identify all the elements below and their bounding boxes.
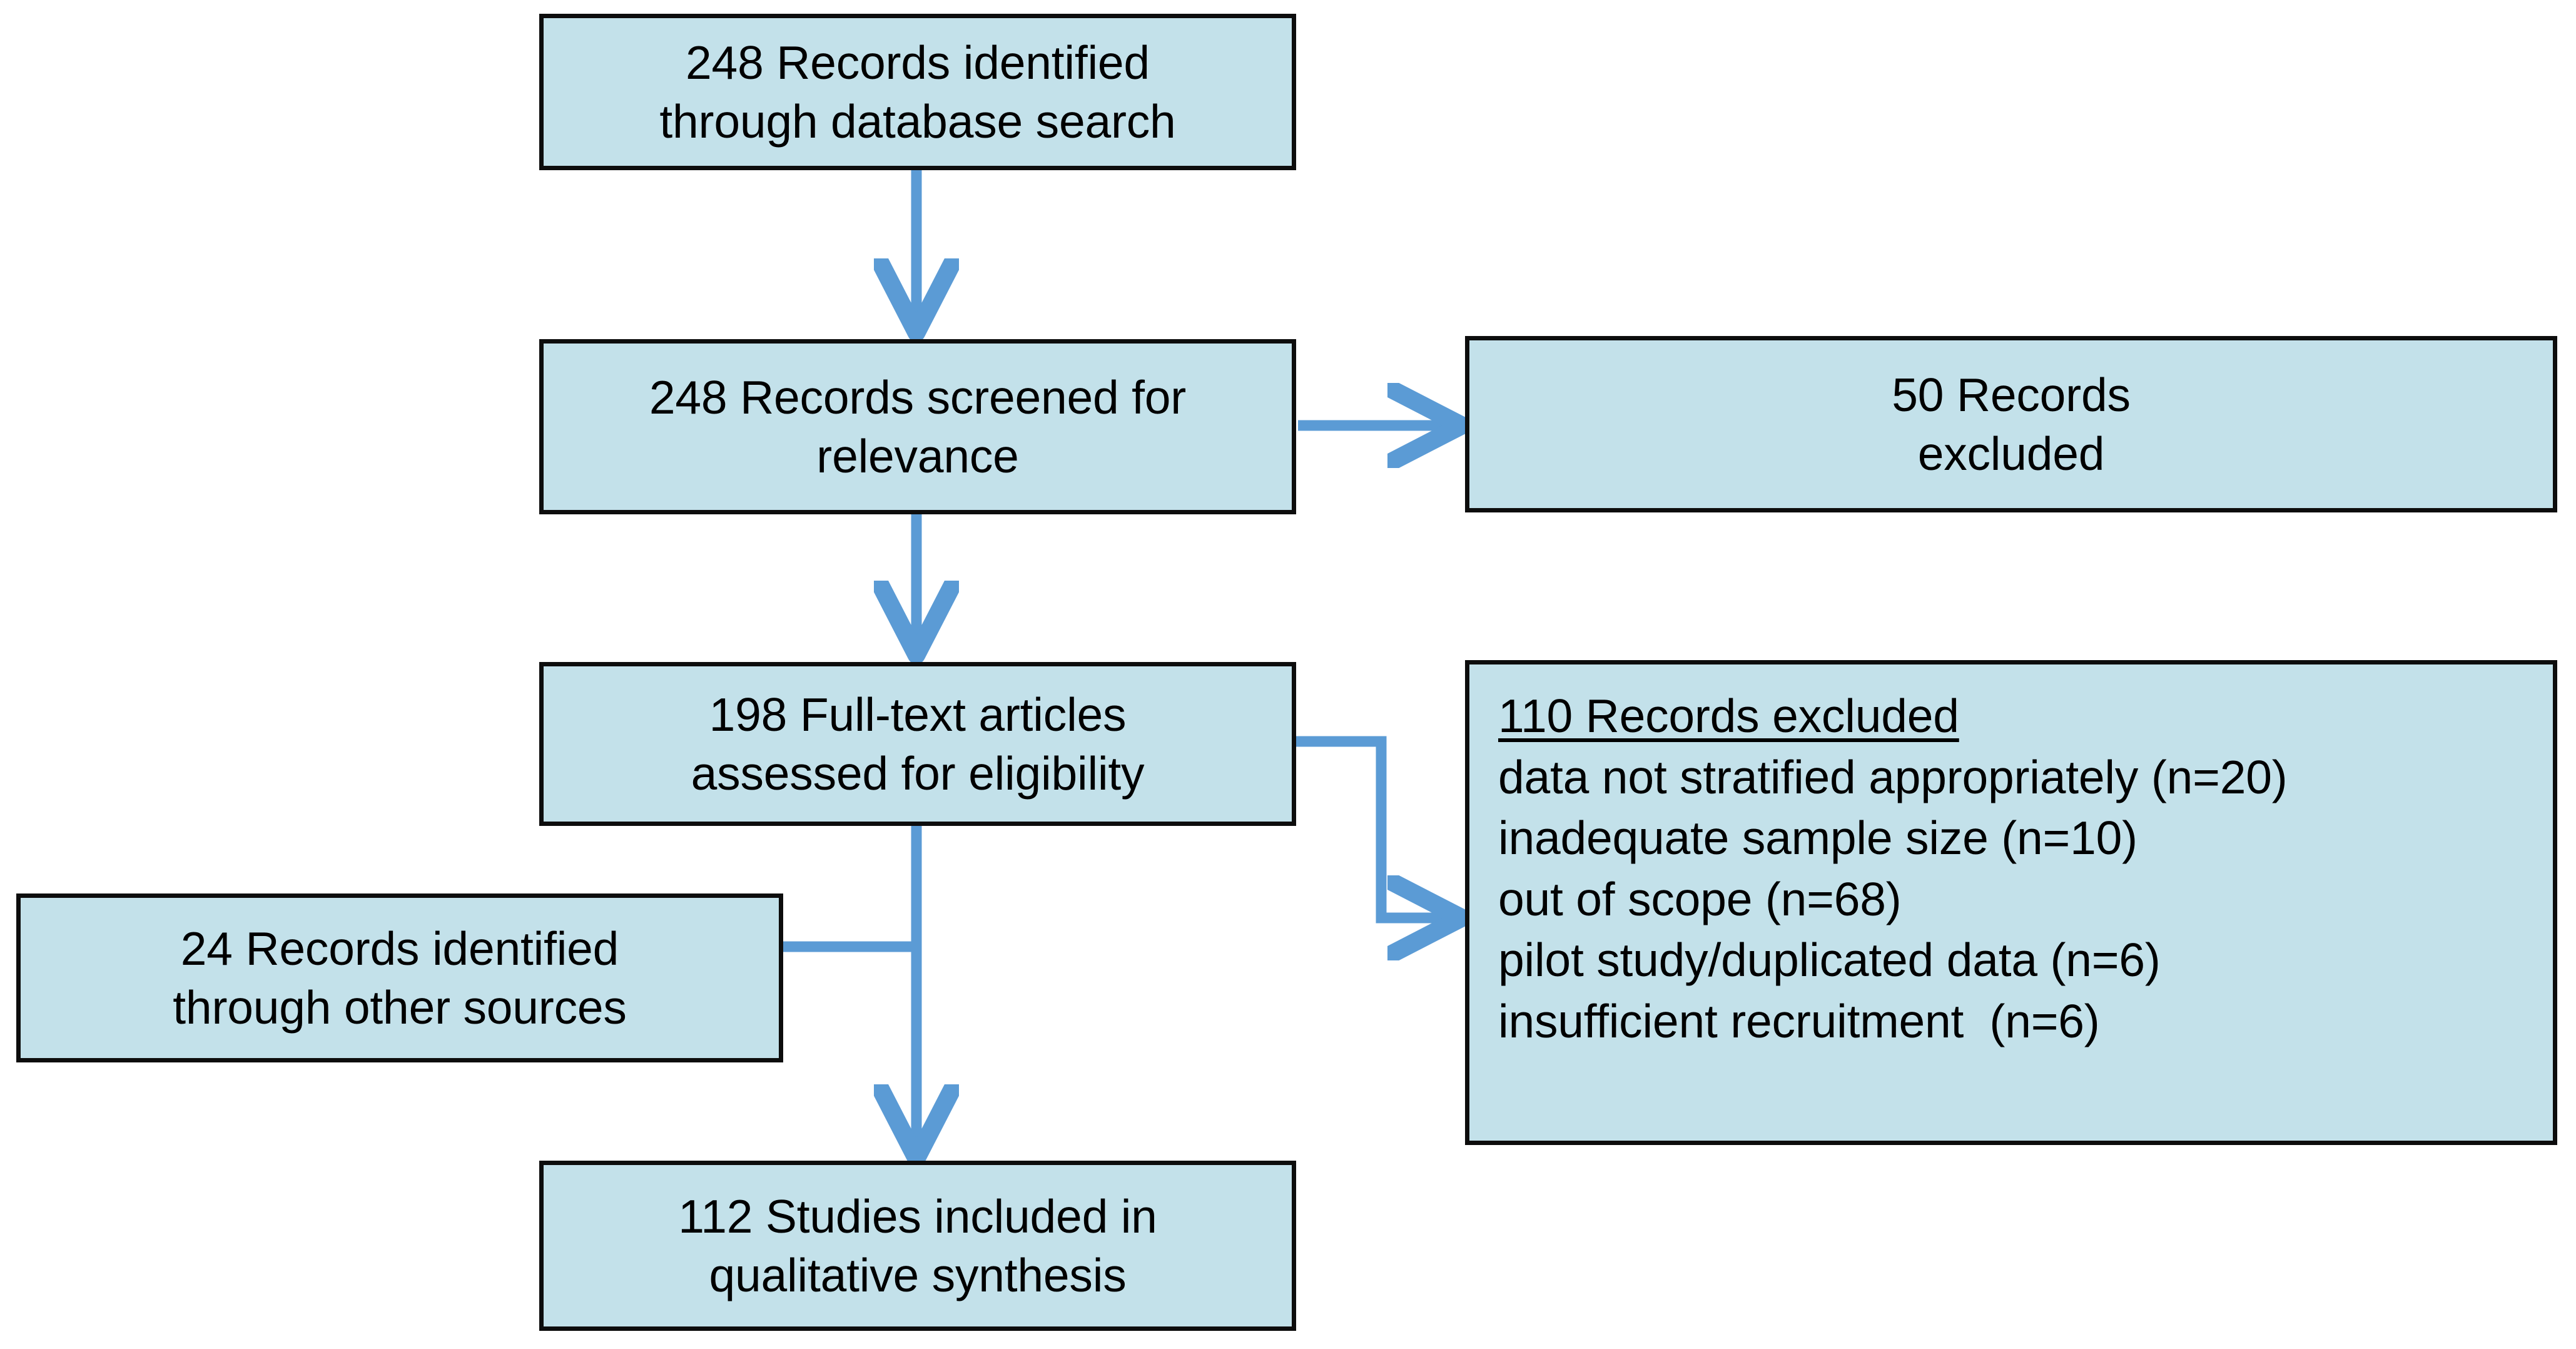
node-records-excluded-line-2: excluded [1917, 427, 2105, 480]
node-excluded-detail-reason-2: inadequate sample size (n=10) [1498, 812, 2137, 864]
connector-fulltext-to-excluded-detail [1290, 736, 1458, 918]
node-identified-database-line-2: through database search [659, 95, 1176, 148]
node-excluded-detail-reason-3: out of scope (n=68) [1498, 872, 1902, 925]
node-identified-other-line-1: 24 Records identified [180, 922, 619, 975]
node-included-synthesis-line-2: qualitative synthesis [709, 1249, 1127, 1301]
node-identified-other: 24 Records identified through other sour… [16, 893, 783, 1062]
node-identified-database: 248 Records identified through database … [539, 14, 1296, 170]
node-excluded-detail-reason-1: data not stratified appropriately (n=20) [1498, 750, 2288, 803]
node-fulltext-assessed-line-2: assessed for eligibility [691, 747, 1145, 800]
node-screened-line-2: relevance [816, 430, 1019, 482]
node-records-excluded-line-1: 50 Records [1892, 368, 2131, 421]
node-records-excluded: 50 Records excluded [1465, 336, 2557, 512]
node-fulltext-assessed-line-1: 198 Full-text articles [709, 688, 1127, 741]
node-excluded-detail-reason-4: pilot study/duplicated data (n=6) [1498, 934, 2161, 986]
node-identified-database-line-1: 248 Records identified [686, 36, 1150, 89]
node-included-synthesis: 112 Studies included in qualitative synt… [539, 1161, 1296, 1331]
node-excluded-detail-heading: 110 Records excluded [1498, 690, 1959, 742]
node-excluded-detail-reason-5: insufficient recruitment (n=6) [1498, 994, 2100, 1047]
node-screened: 248 Records screened for relevance [539, 339, 1296, 514]
node-excluded-detail: 110 Records excluded data not stratified… [1465, 660, 2557, 1145]
node-fulltext-assessed: 198 Full-text articles assessed for elig… [539, 662, 1296, 826]
node-screened-line-1: 248 Records screened for [649, 370, 1187, 424]
node-included-synthesis-line-1: 112 Studies included in [678, 1189, 1157, 1243]
node-identified-other-line-2: through other sources [173, 981, 627, 1034]
